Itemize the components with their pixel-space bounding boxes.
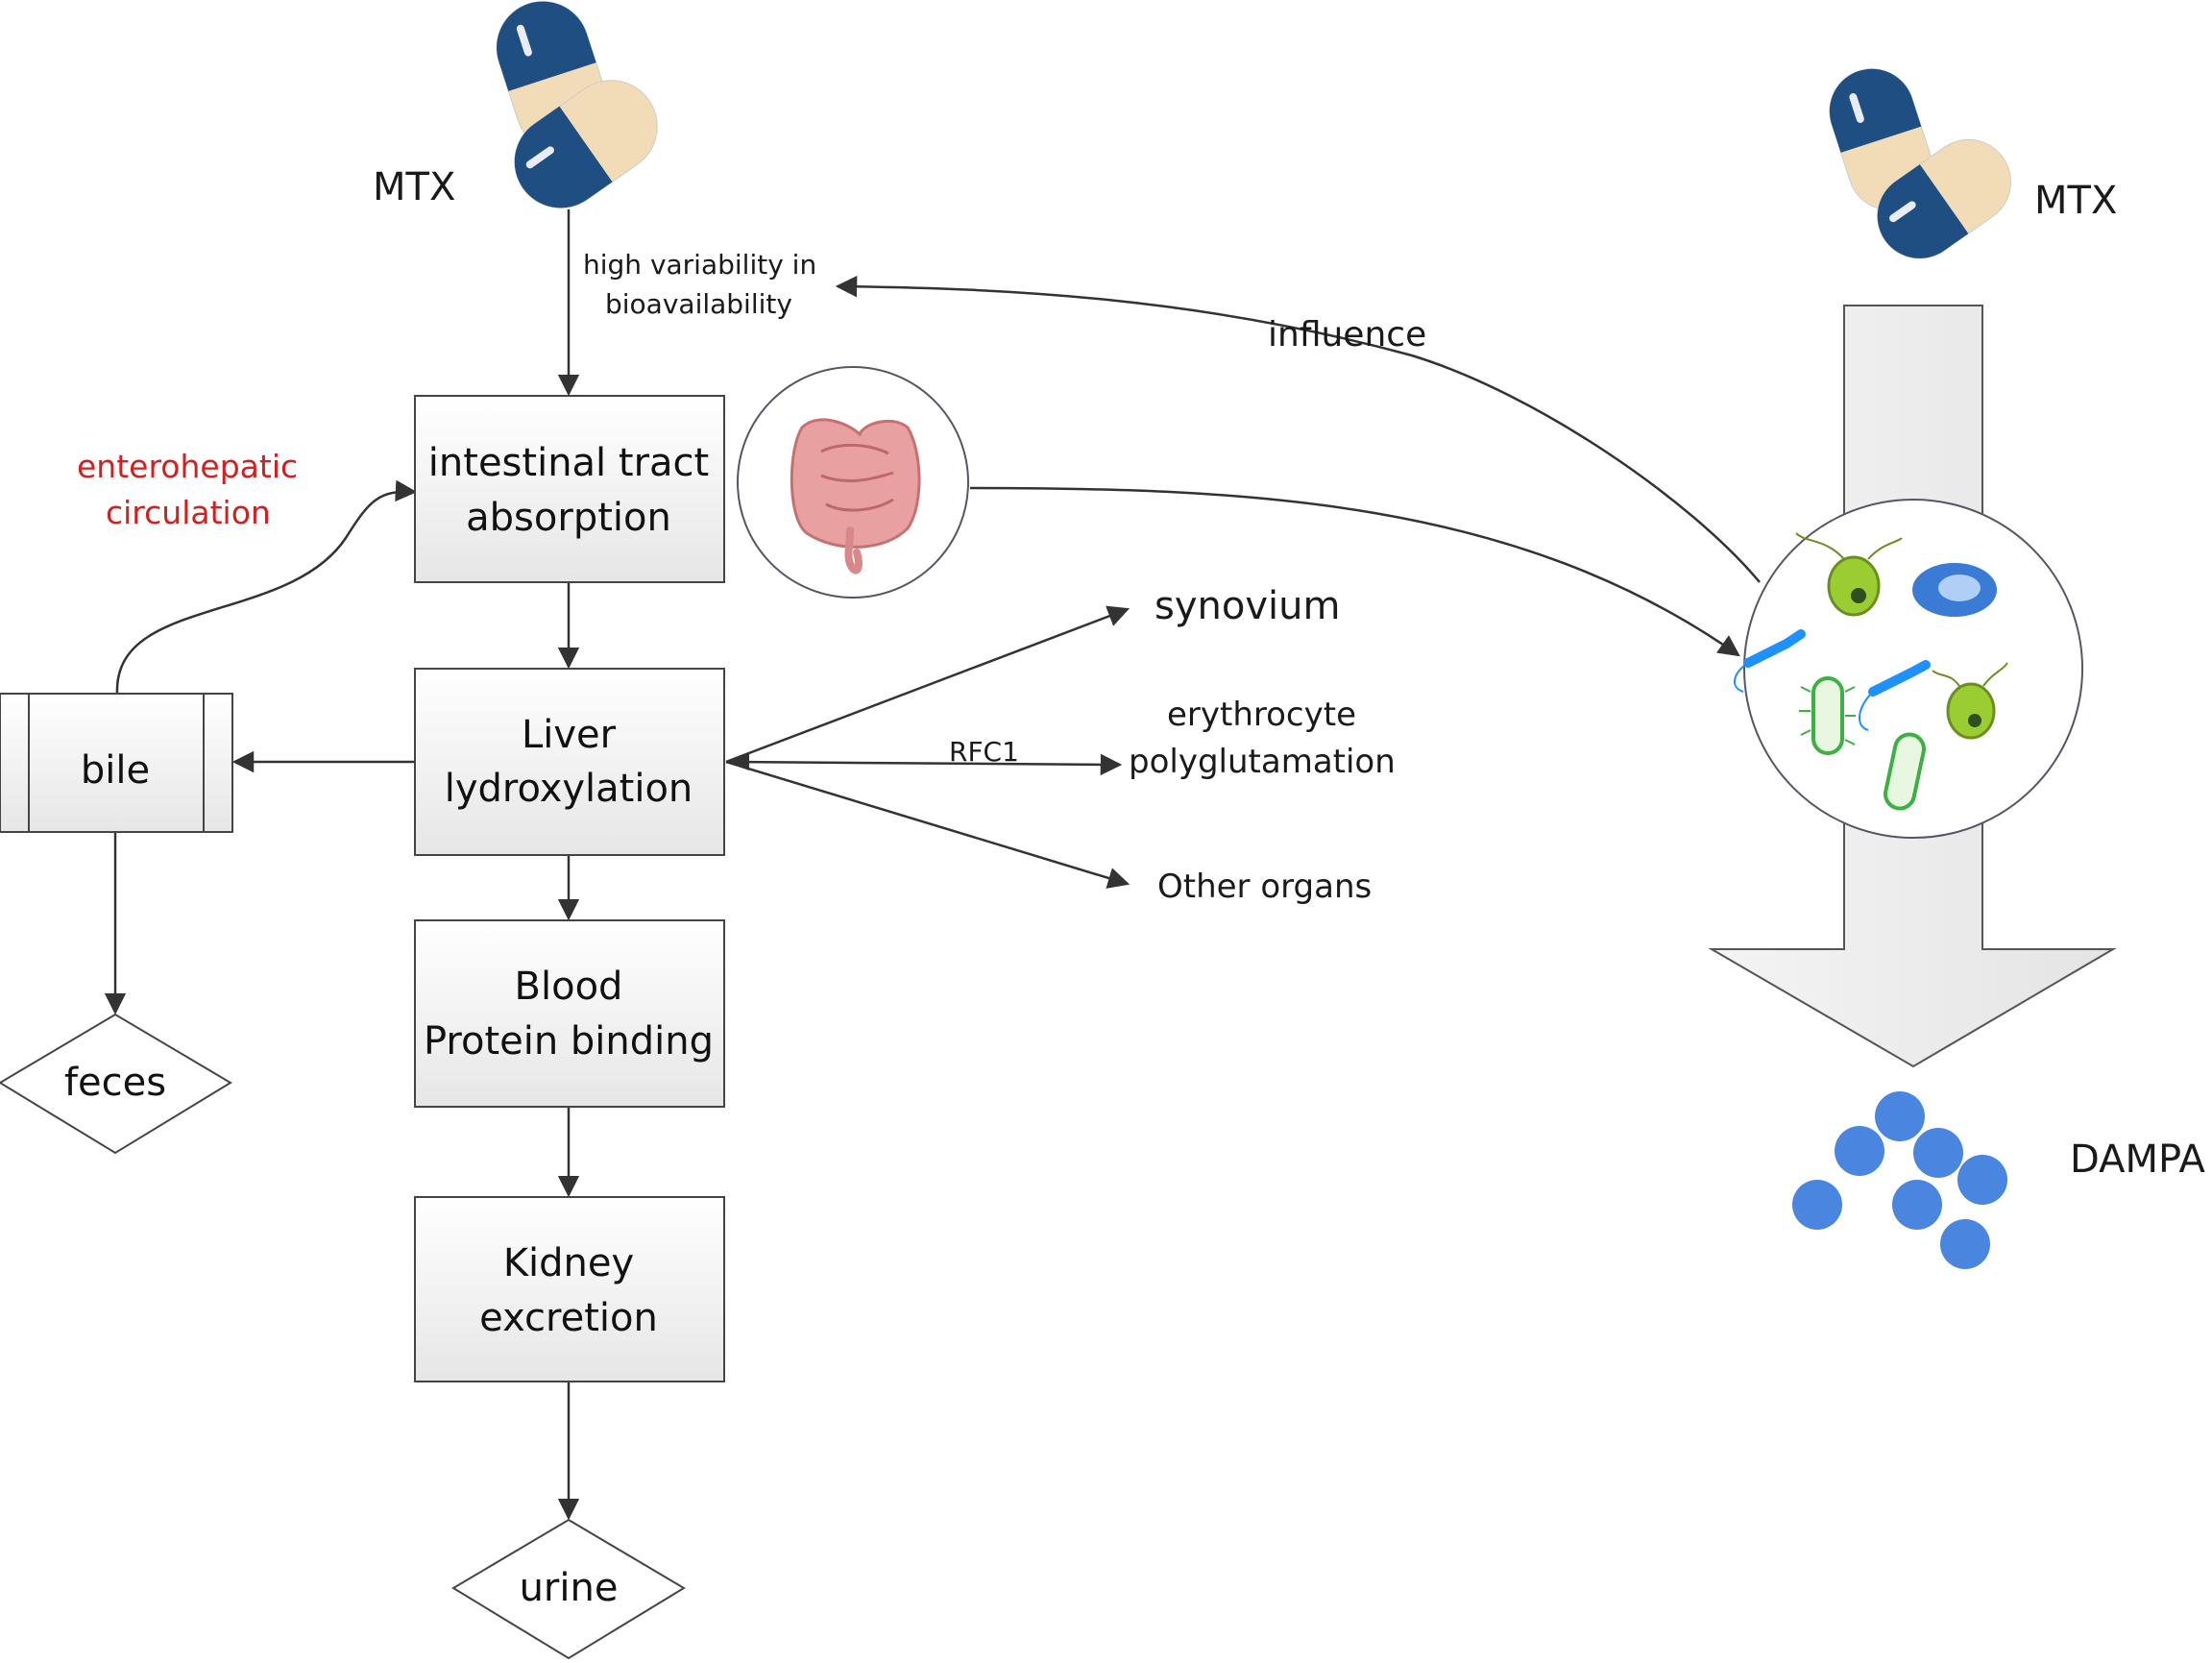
- bioavailability-label-line1: high variability in: [583, 249, 816, 281]
- svg-text:lydroxylation: lydroxylation: [445, 767, 693, 811]
- rfc1-label: RFC1: [949, 736, 1019, 768]
- gut-microbiota-icon: [1734, 499, 2083, 839]
- dampa-label: DAMPA: [2070, 1137, 2206, 1182]
- feces-terminal: feces: [0, 1013, 232, 1155]
- capsule-icon: [1877, 138, 2011, 259]
- kidney-excretion-box: Kidney excretion: [414, 1196, 725, 1382]
- mtx-label-left: MTX: [373, 165, 455, 209]
- urine-terminal: urine: [451, 1518, 686, 1660]
- mtx-label-right: MTX: [2034, 179, 2117, 223]
- blood-protein-binding-box: Blood Protein binding: [414, 919, 725, 1108]
- arrow-intestine-to-microbiota: [969, 486, 1740, 657]
- svg-text:Blood: Blood: [515, 965, 623, 1009]
- capsule-icon: [514, 80, 658, 208]
- arrow-enterohepatic-circulation: [115, 479, 418, 695]
- erythrocyte-label-line1: erythrocyte: [1167, 696, 1356, 734]
- svg-text:Liver: Liver: [522, 713, 617, 757]
- svg-text:Protein binding: Protein binding: [424, 1019, 714, 1064]
- svg-text:urine: urine: [520, 1566, 619, 1610]
- arrow-liver-to-erythrocyte: [725, 753, 1123, 776]
- bile-box: bile: [0, 693, 233, 833]
- svg-text:absorption: absorption: [466, 496, 671, 540]
- svg-text:Kidney: Kidney: [503, 1241, 634, 1285]
- intestinal-absorption-box: intestinal tract absorption: [414, 395, 725, 583]
- arrow-liver-to-synovium: [725, 605, 1130, 764]
- capsule-icon: [496, 1, 609, 153]
- other-organs-label: Other organs: [1157, 868, 1372, 906]
- synovium-label: synovium: [1155, 584, 1340, 628]
- intestine-icon: [737, 366, 969, 599]
- enterohepatic-label-line1: enterohepatic: [77, 448, 298, 485]
- svg-text:feces: feces: [64, 1061, 166, 1105]
- liver-hydroxylation-box: Liver lydroxylation: [414, 668, 725, 856]
- arrow-liver-to-other-organs: [725, 760, 1130, 889]
- rfc1-arrowhead-back: [726, 753, 749, 770]
- svg-text:intestinal tract: intestinal tract: [428, 441, 709, 485]
- erythrocyte-label-line2: polyglutamation: [1129, 743, 1396, 781]
- enterohepatic-label-line2: circulation: [106, 494, 271, 531]
- svg-text:bile: bile: [81, 748, 150, 793]
- dampa-molecules: [1792, 1091, 2007, 1269]
- arrow-microbiota-influence: [835, 275, 1761, 583]
- influence-label: influence: [1268, 315, 1426, 355]
- svg-text:excretion: excretion: [479, 1296, 658, 1340]
- bioavailability-label-line2: bioavailability: [605, 288, 792, 320]
